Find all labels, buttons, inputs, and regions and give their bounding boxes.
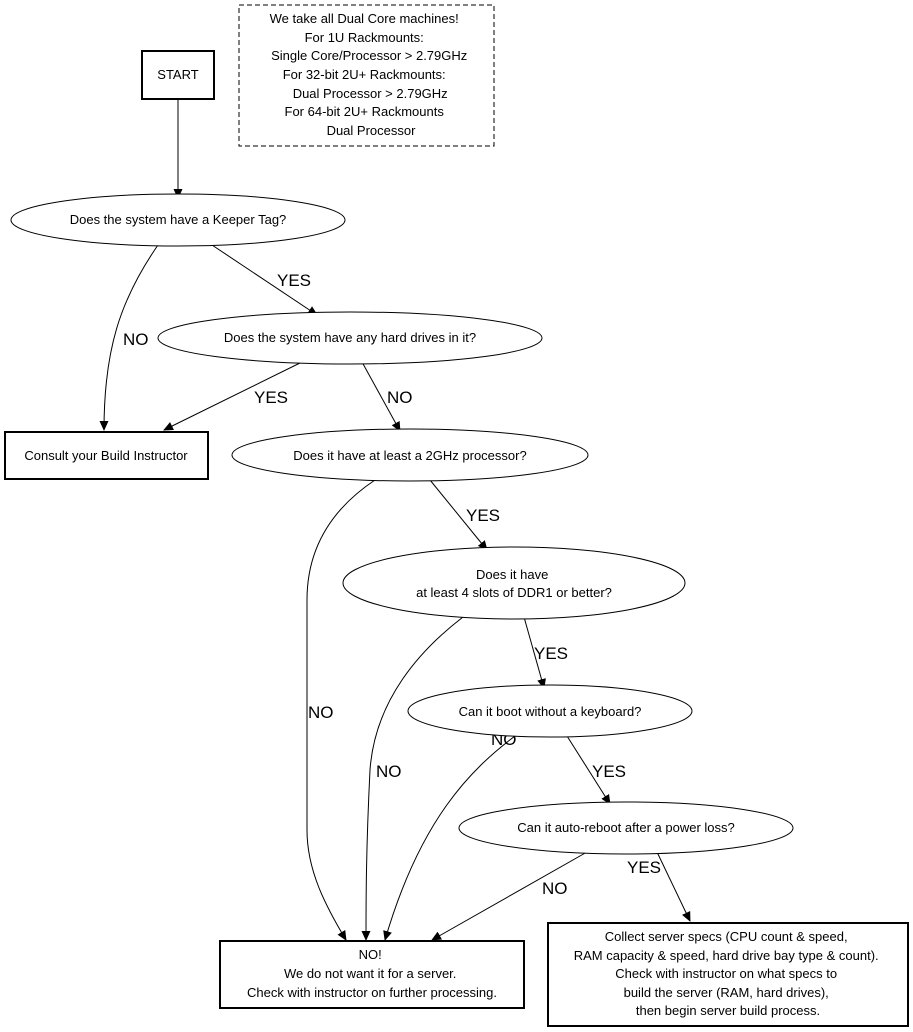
start-label: START <box>157 67 198 82</box>
processor-label: Does it have at least a 2GHz processor? <box>293 448 526 463</box>
hard-drives-label: Does the system have any hard drives in … <box>224 330 476 345</box>
note-line: Dual Processor <box>327 123 417 138</box>
node-collect: Collect server specs (CPU count & speed,… <box>547 922 909 1027</box>
collect-line: RAM capacity & speed, hard drive bay typ… <box>574 948 879 963</box>
node-no-server: NO! We do not want it for a server. Chec… <box>219 940 525 1009</box>
note-line: For 1U Rackmounts: <box>305 30 424 45</box>
label-keeper-no: NO <box>123 330 149 349</box>
label-reboot-no: NO <box>542 879 568 898</box>
label-proc-no: NO <box>308 703 334 722</box>
node-consult: Consult your Build Instructor <box>4 431 209 480</box>
collect-line: build the server (RAM, hard drives), <box>624 985 829 1000</box>
node-ddr: Does it have at least 4 slots of DDR1 or… <box>342 546 686 620</box>
keeper-tag-label: Does the system have a Keeper Tag? <box>70 212 287 227</box>
collect-line: Check with instructor on what specs to <box>615 966 837 981</box>
note-line: Single Core/Processor > 2.79GHz <box>271 48 467 63</box>
edge-reboot-no <box>431 851 588 941</box>
note-line: We take all Dual Core machines! <box>270 11 459 26</box>
ddr-line: at least 4 slots of DDR1 or better? <box>416 585 612 600</box>
label-reboot-yes: YES <box>627 858 661 877</box>
node-keeper-tag: Does the system have a Keeper Tag? <box>10 193 346 247</box>
node-processor: Does it have at least a 2GHz processor? <box>231 428 589 482</box>
ddr-label: Does it have at least 4 slots of DDR1 or… <box>416 567 612 600</box>
no-server-line: Check with instructor on further process… <box>247 985 497 1000</box>
edge-keeper-no <box>99 244 159 431</box>
edge-drives-no <box>361 361 401 432</box>
collect-line: then begin server build process. <box>636 1003 820 1018</box>
edge-proc-yes <box>429 479 488 551</box>
node-hard-drives: Does the system have any hard drives in … <box>157 311 543 365</box>
ddr-line: Does it have <box>476 567 548 582</box>
node-note: We take all Dual Core machines! For 1U R… <box>238 4 495 147</box>
collect-line: Collect server specs (CPU count & speed, <box>605 929 848 944</box>
note-text: We take all Dual Core machines! For 1U R… <box>270 11 471 138</box>
label-ddr-no: NO <box>376 762 402 781</box>
edges <box>99 100 691 941</box>
label-kb-yes: YES <box>592 762 626 781</box>
label-keeper-yes: YES <box>277 271 311 290</box>
edge-kb-yes <box>566 735 611 805</box>
no-server-label: NO! We do not want it for a server. Chec… <box>247 947 497 1000</box>
note-line: For 64-bit 2U+ Rackmounts <box>285 104 445 119</box>
no-server-line: NO! <box>359 947 382 962</box>
label-ddr-yes: YES <box>534 644 568 663</box>
no-server-line: We do not want it for a server. <box>284 966 456 981</box>
edge-ddr-no <box>361 616 464 941</box>
edge-proc-no <box>306 479 376 941</box>
node-auto-reboot: Can it auto-reboot after a power loss? <box>458 801 794 855</box>
note-line: Dual Processor > 2.79GHz <box>293 86 448 101</box>
label-proc-yes: YES <box>466 506 500 525</box>
collect-label: Collect server specs (CPU count & speed,… <box>574 929 883 1018</box>
edge-keeper-yes <box>211 244 318 316</box>
consult-label: Consult your Build Instructor <box>24 448 188 463</box>
edge-kb-no <box>383 735 516 941</box>
label-drives-yes: YES <box>254 388 288 407</box>
auto-reboot-label: Can it auto-reboot after a power loss? <box>517 820 735 835</box>
edge-reboot-yes <box>656 851 691 922</box>
label-drives-no: NO <box>387 388 413 407</box>
keyboard-label: Can it boot without a keyboard? <box>459 704 642 719</box>
note-line: For 32-bit 2U+ Rackmounts: <box>283 67 446 82</box>
edge-ddr-yes <box>523 616 546 689</box>
edge-drives-yes <box>163 361 303 431</box>
node-start: START <box>141 50 215 100</box>
node-keyboard: Can it boot without a keyboard? <box>407 684 693 738</box>
